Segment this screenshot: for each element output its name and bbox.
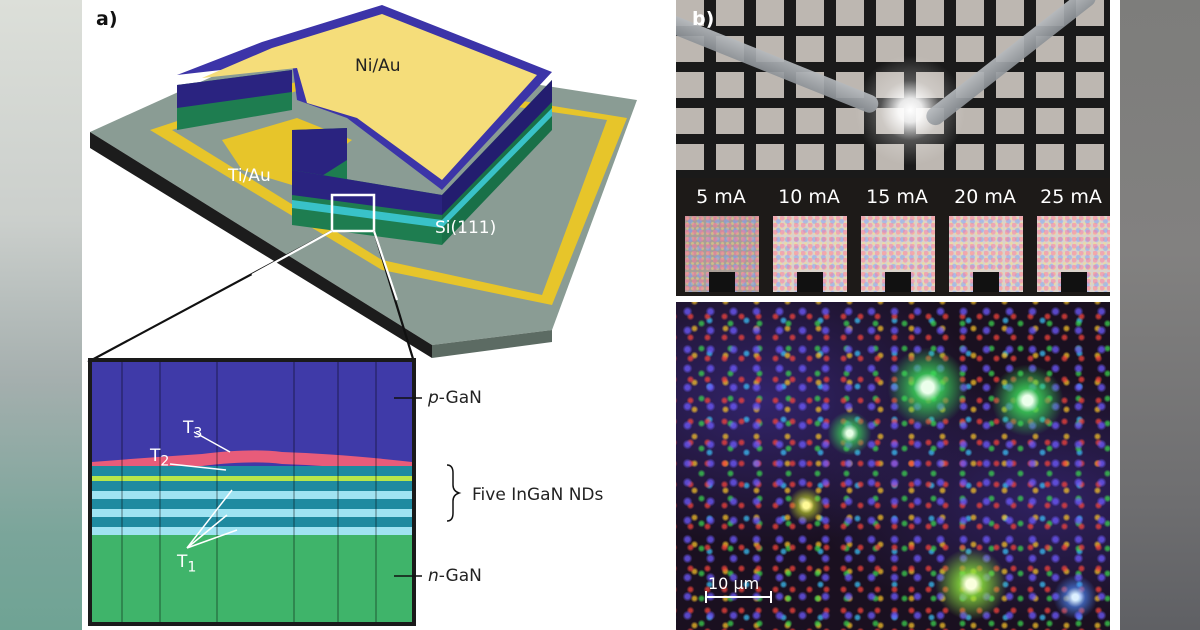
probe-station-photo: 5 mA 10 mA 15 mA 20 mA 25 mA — [676, 0, 1110, 296]
electroluminescence-micrograph — [676, 302, 1110, 630]
left-background-strip — [0, 0, 82, 630]
device-3d-diagram — [87, 5, 637, 626]
current-series: 5 mA 10 mA 15 mA 20 mA 25 mA — [676, 178, 1110, 296]
current-label-15ma: 15 mA — [866, 186, 928, 208]
current-label-20ma: 20 mA — [954, 186, 1016, 208]
current-label-5ma: 5 mA — [696, 186, 746, 208]
ti-au-label: Ti/Au — [228, 166, 271, 186]
ni-au-label: Ni/Au — [355, 56, 401, 76]
si111-label: Si(111) — [435, 218, 497, 238]
n-gan-label: n-GaN — [428, 566, 482, 586]
led-chip-20ma — [949, 216, 1023, 292]
right-background-strip — [1120, 0, 1200, 630]
scale-bar-label: 10 μm — [708, 574, 760, 593]
led-chip-15ma — [861, 216, 935, 292]
panel-a-label: a) — [96, 8, 118, 30]
five-ingan-nds-label: Five InGaN NDs — [472, 485, 604, 505]
p-gan-label: p-GaN — [428, 388, 482, 408]
t3-label: T3 — [183, 418, 203, 442]
scale-bar — [705, 591, 772, 603]
t2-label: T2 — [150, 446, 170, 470]
current-label-25ma: 25 mA — [1040, 186, 1102, 208]
led-chip-5ma — [685, 216, 759, 292]
led-chip-10ma — [773, 216, 847, 292]
current-label-10ma: 10 mA — [778, 186, 840, 208]
panel-b-label: b) — [692, 8, 715, 30]
panel-divider — [676, 296, 1110, 302]
t1-label: T1 — [177, 552, 197, 576]
led-chip-25ma — [1037, 216, 1110, 292]
